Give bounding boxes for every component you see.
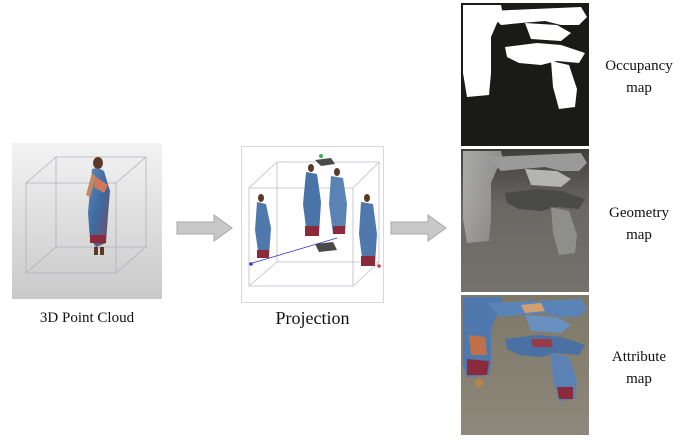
geometry-label-line2: map [626,227,652,243]
arrow-right-icon [176,213,234,248]
projected-figure-bottom [315,242,337,252]
projected-figure [329,168,347,234]
attribute-map-label: Attribute map [594,346,684,390]
attribute-label-line1: Attribute [611,349,667,365]
projection-caption: Projection [275,308,350,328]
point-cloud-caption: 3D Point Cloud [39,310,135,326]
occupancy-label-line1: Occupancy [605,58,673,74]
occupancy-map-label: Occupancy map [594,55,684,99]
projection-image [241,146,384,303]
geometry-label-line1: Geometry [609,205,669,221]
geometry-map-image [461,149,589,292]
bounding-cube [25,156,147,274]
point-cloud-image [12,143,162,299]
projected-figure-top [315,158,335,166]
arrow-right-icon [390,213,448,248]
projected-figure [359,194,377,266]
attribute-map-image [461,295,589,435]
projected-figure [303,164,321,236]
occupancy-label-line2: map [626,80,652,96]
occupancy-map-image [461,3,589,146]
attribute-label-line2: map [626,371,652,387]
geometry-map-label: Geometry map [594,202,684,246]
projected-figure [255,194,271,258]
person-figure [86,157,110,255]
